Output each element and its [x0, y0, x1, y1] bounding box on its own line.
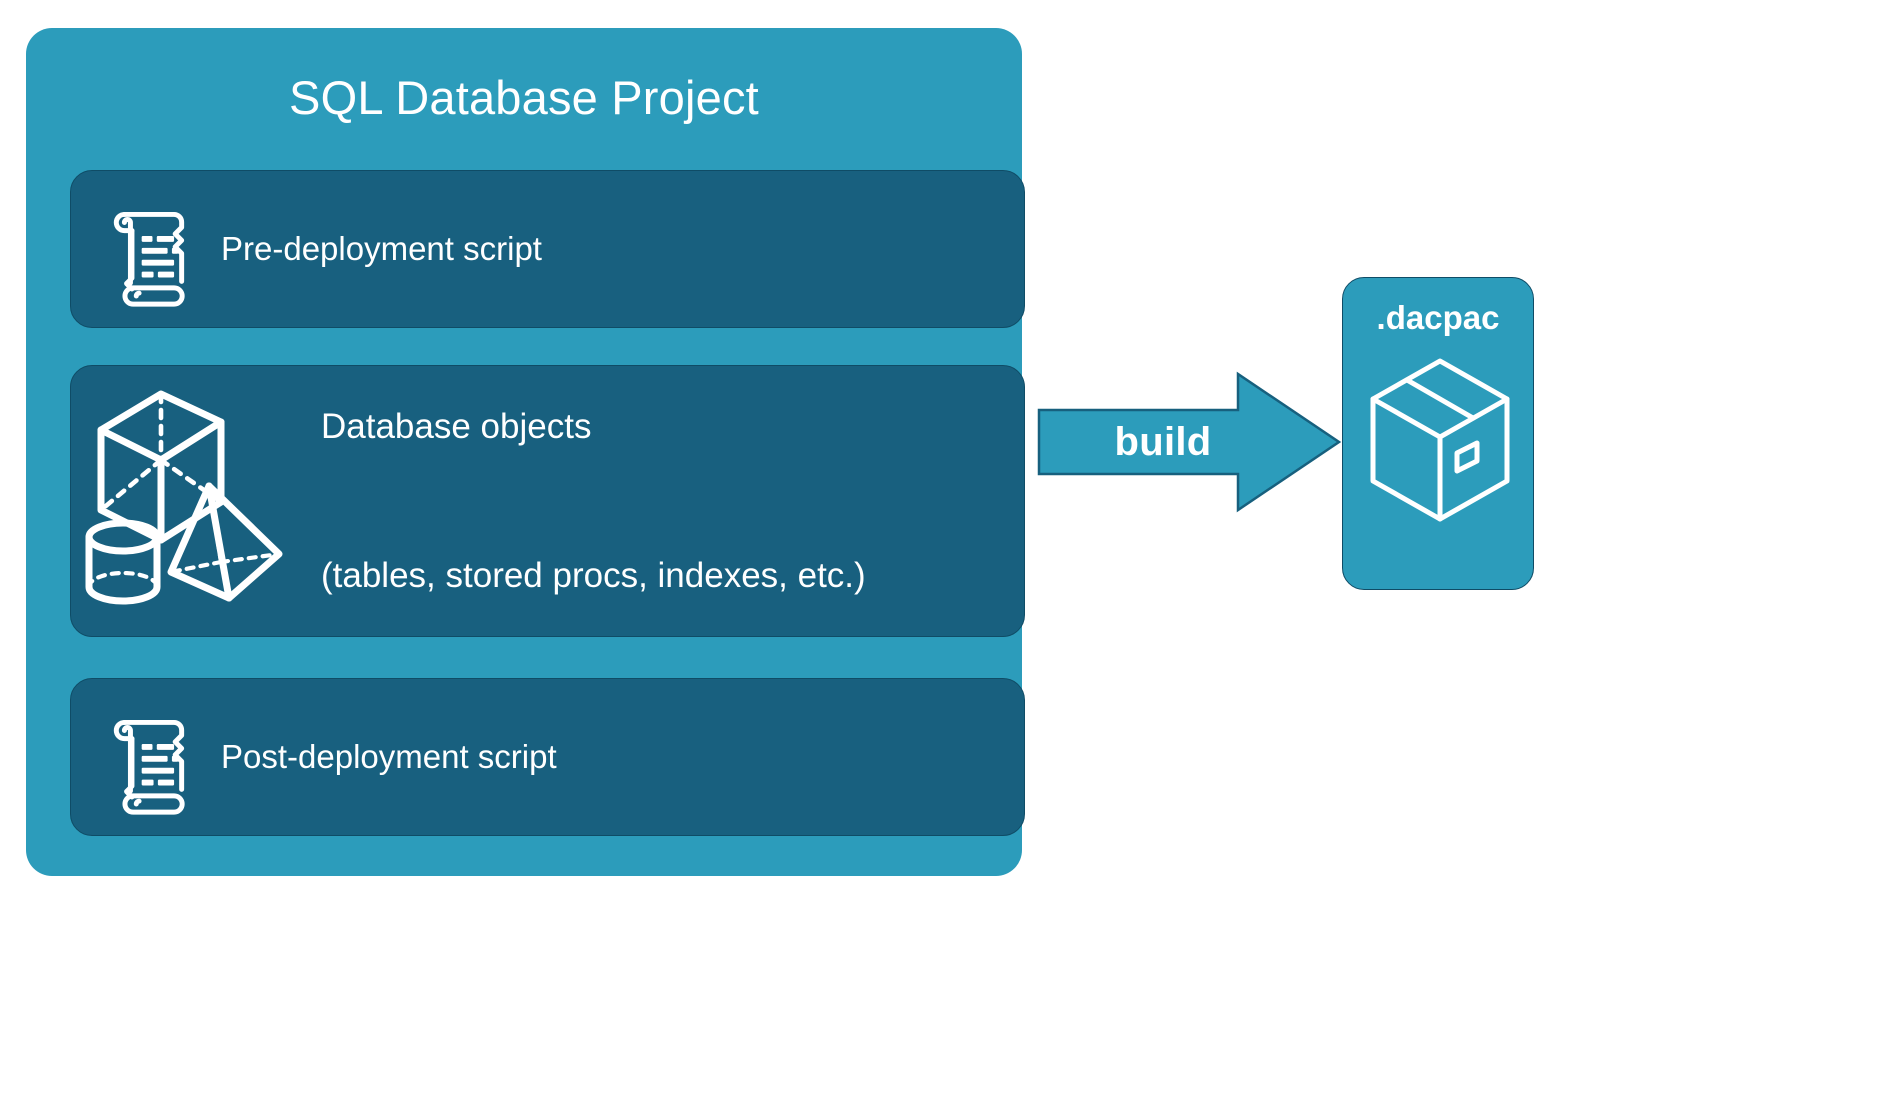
scroll-icon — [71, 195, 221, 307]
package-box-icon — [1370, 358, 1510, 522]
build-arrow — [1037, 371, 1342, 513]
shapes-icon — [71, 386, 321, 616]
pyramid-shape — [167, 482, 282, 602]
section-post-deployment[interactable]: Post-deployment script — [70, 678, 1025, 836]
section-database-objects-line2: (tables, stored procs, indexes, etc.) — [321, 555, 866, 595]
cube-shape — [97, 390, 224, 544]
section-database-objects-label: Database objects (tables, stored procs, … — [321, 302, 866, 700]
section-database-objects-line1: Database objects — [321, 406, 592, 446]
section-database-objects[interactable]: Database objects (tables, stored procs, … — [70, 365, 1025, 637]
dacpac-title: .dacpac — [1376, 299, 1500, 336]
section-post-deployment-label: Post-deployment script — [221, 737, 557, 775]
sql-database-project-card: SQL Database Project — [26, 28, 1025, 876]
section-pre-deployment-label: Pre-deployment script — [221, 229, 542, 267]
page-title: SQL Database Project — [289, 71, 759, 124]
cylinder-shape — [85, 519, 160, 605]
section-pre-deployment[interactable]: Pre-deployment script — [70, 170, 1025, 328]
scroll-icon — [71, 703, 221, 815]
dacpac-output-card[interactable]: .dacpac — [1342, 277, 1534, 590]
